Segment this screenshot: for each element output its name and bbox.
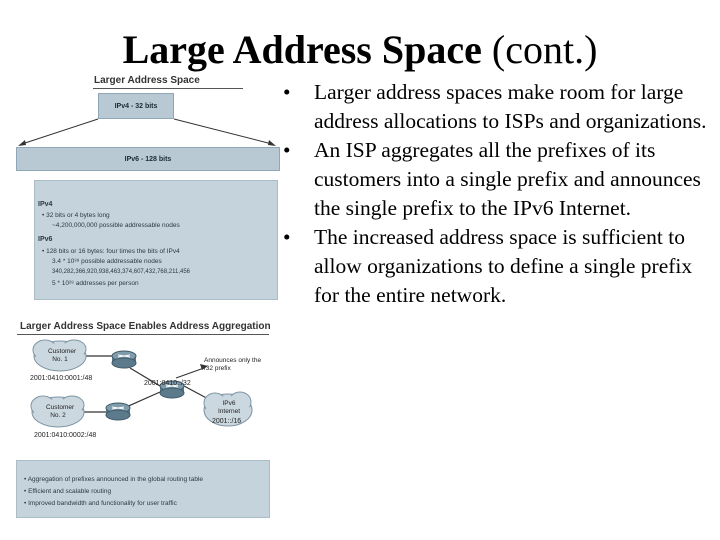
announce-label: Announces only the /32 prefix	[204, 357, 262, 372]
info-line: 340,282,366,920,938,463,374,607,432,768,…	[52, 269, 191, 275]
bullet-item: The increased address space is sufficien…	[283, 223, 708, 310]
internet-prefix: 2001::/16	[212, 418, 242, 425]
ipv4-bar: IPv4 - 32 bits	[98, 93, 174, 119]
router-icon	[111, 350, 137, 369]
expansion-arrows	[18, 118, 276, 146]
figure2-title: Larger Address Space Enables Address Agg…	[20, 321, 271, 332]
internet-cloud	[203, 391, 253, 427]
figure2-underline	[17, 334, 269, 335]
customer1-cloud	[32, 339, 87, 372]
slide-title-main: Large Address Space	[122, 27, 482, 72]
aggregation-notes-panel	[16, 460, 270, 518]
figure1-title: Larger Address Space	[94, 75, 200, 86]
customer2-cloud	[30, 395, 85, 428]
figure1-underline	[93, 88, 243, 89]
customer1-prefix: 2001:0410:0001:/48	[30, 375, 93, 382]
internet-label: IPv6 Internet	[217, 400, 241, 415]
network-diagram	[30, 339, 253, 428]
slide-title: Large Address Space (cont.)	[0, 26, 720, 74]
address-info-panel	[34, 180, 278, 300]
info-line: 5 * 10²⁸ addresses per person	[52, 280, 139, 287]
note-line: • Aggregation of prefixes announced in t…	[24, 476, 203, 483]
note-line: • Efficient and scalable routing	[24, 488, 112, 495]
ipv6-header: IPv6	[38, 236, 53, 243]
info-line: • 128 bits or 16 bytes: four times the b…	[42, 248, 180, 255]
customer1-label: Customer No. 1	[48, 348, 77, 363]
customer2-label: Customer No. 2	[46, 404, 75, 419]
bullet-item: An ISP aggregates all the prefixes of it…	[283, 136, 708, 223]
note-line: • Improved bandwidth and functionality f…	[24, 500, 177, 507]
info-line: ~4,200,000,000 possible addressable node…	[52, 222, 180, 229]
customer2-prefix: 2001:0410:0002:/48	[34, 432, 97, 439]
bullet-list: Larger address spaces make room for larg…	[283, 78, 708, 310]
bullet-item: Larger address spaces make room for larg…	[283, 78, 708, 136]
info-line: 3.4 * 10³⁸ possible addressable nodes	[52, 258, 162, 265]
slide-title-suffix: (cont.)	[491, 27, 598, 72]
isp-prefix: 2001:0410::/32	[144, 380, 191, 387]
router-icon	[159, 380, 185, 399]
ipv6-bar: IPv6 - 128 bits	[16, 147, 280, 171]
router-icon	[105, 402, 131, 421]
info-line: • 32 bits or 4 bytes long	[42, 212, 110, 219]
ipv4-header: IPv4	[38, 201, 53, 208]
